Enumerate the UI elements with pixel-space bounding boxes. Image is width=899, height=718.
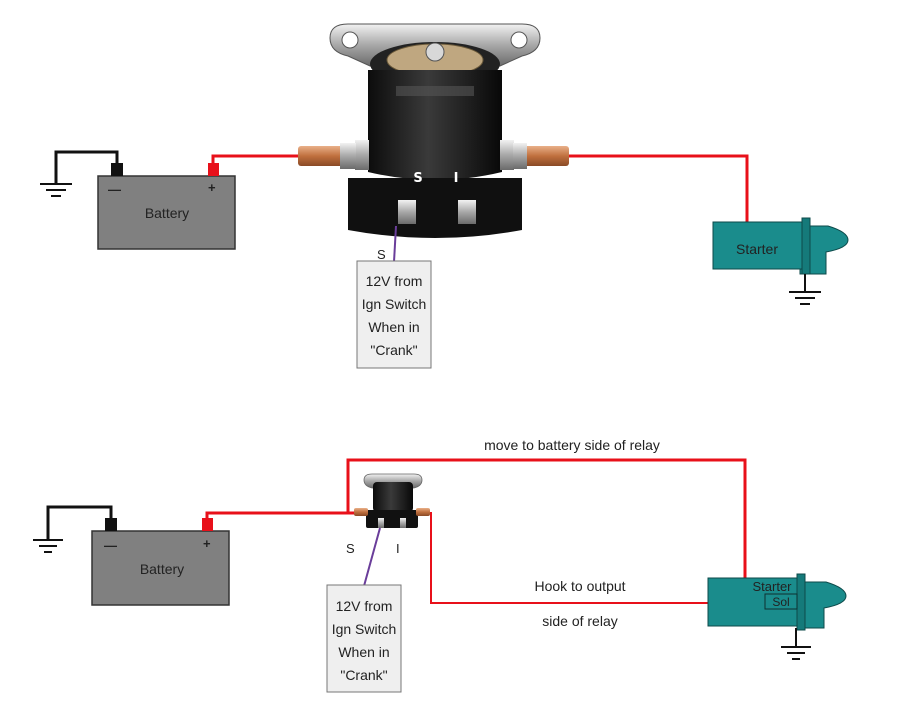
- bottom-moved-wire: [346, 458, 747, 602]
- top-battery-label: Battery: [145, 205, 189, 221]
- top-ign-line-1: 12V from: [366, 273, 423, 289]
- top-starter-ground: [789, 274, 821, 305]
- bottom-starter-sol-label: Sol: [772, 595, 789, 609]
- note-move-to-battery-side: move to battery side of relay: [484, 437, 660, 453]
- bottom-s-label: S: [346, 541, 355, 556]
- top-starter-label: Starter: [736, 241, 778, 257]
- bottom-diagram: — + Battery S I: [33, 437, 847, 693]
- bottom-battery-cable: [205, 511, 356, 518]
- top-ign-line-3: When in: [368, 319, 419, 335]
- top-ign-box: 12V from Ign Switch When in "Crank": [356, 260, 432, 369]
- bottom-i-label: I: [396, 541, 400, 556]
- top-starter-stud: [519, 146, 569, 166]
- bottom-starter: Starter Sol: [707, 573, 847, 631]
- bottom-ground-wire: [46, 505, 113, 540]
- top-ign-line-2: Ign Switch: [362, 296, 427, 312]
- top-solenoid-s-mark: S: [413, 171, 422, 186]
- top-battery-stud: [298, 146, 348, 166]
- bottom-battery-pos-terminal: [202, 518, 213, 531]
- bottom-ign-line-2: Ign Switch: [332, 621, 397, 637]
- bottom-battery-pos-sign: +: [203, 536, 211, 551]
- top-s-wire: [393, 225, 397, 263]
- bottom-battery-neg-terminal: [105, 518, 117, 531]
- bottom-ign-line-1: 12V from: [336, 598, 393, 614]
- top-ground-wire: [54, 150, 119, 184]
- top-battery-neg-terminal: [111, 163, 123, 176]
- bottom-ign-box: 12V from Ign Switch When in "Crank": [326, 584, 402, 693]
- top-s-terminal-post: [398, 200, 416, 224]
- top-diagram: — + Battery: [40, 23, 849, 369]
- bottom-starter-label: Starter: [752, 579, 792, 594]
- bottom-battery: — + Battery: [91, 518, 230, 606]
- top-ground-symbol: [40, 183, 72, 197]
- bottom-s-wire: [363, 527, 381, 587]
- top-s-wire-label: S: [377, 247, 386, 262]
- bottom-solenoid: [354, 473, 430, 528]
- bottom-ign-line-4: "Crank": [340, 667, 387, 683]
- top-battery-cable: [211, 154, 298, 163]
- top-solenoid: S I: [298, 23, 569, 238]
- top-battery-pos-sign: +: [208, 180, 216, 195]
- top-battery: — + Battery: [97, 163, 236, 250]
- top-starter: Starter: [712, 217, 849, 275]
- top-starter-cable: [569, 154, 749, 222]
- note-side-of-relay: side of relay: [542, 613, 617, 629]
- bottom-starter-ground: [781, 628, 811, 660]
- bottom-battery-neg-sign: —: [104, 538, 117, 553]
- bottom-ground-symbol: [33, 539, 63, 553]
- bottom-battery-label: Battery: [140, 561, 184, 577]
- top-battery-neg-sign: —: [108, 182, 121, 197]
- top-solenoid-i-mark: I: [454, 171, 459, 186]
- note-hook-to-output: Hook to output: [534, 578, 625, 594]
- bottom-ign-line-3: When in: [338, 644, 389, 660]
- top-ign-line-4: "Crank": [370, 342, 417, 358]
- top-battery-pos-terminal: [208, 163, 219, 176]
- top-i-terminal-post: [458, 200, 476, 224]
